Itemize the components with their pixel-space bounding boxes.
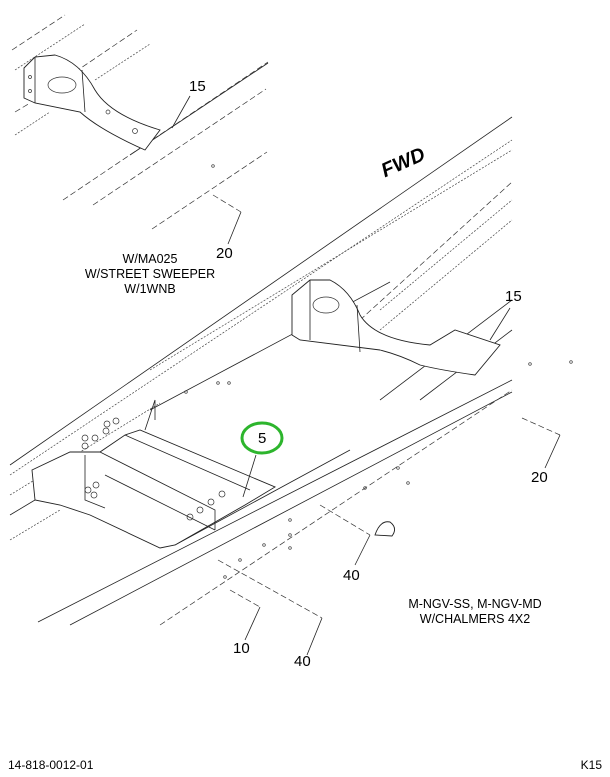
callout-40-clip[interactable]: 40 — [343, 567, 360, 584]
note-line: W/CHALMERS 4X2 — [419, 612, 531, 626]
bracket-assembly — [31, 399, 276, 549]
callout-5-highlighted[interactable]: 5 — [258, 430, 267, 447]
leader-lines — [171, 95, 561, 656]
rail-holes — [184, 164, 573, 579]
callout-15-right[interactable]: 15 — [505, 288, 522, 305]
note-line: W/1WNB — [124, 282, 176, 296]
main-frame-rails — [9, 116, 513, 626]
note-line: M-NGV-SS, M-NGV-MD — [408, 597, 542, 611]
sheet-code: K15 — [580, 758, 602, 772]
callout-20-right[interactable]: 20 — [531, 469, 548, 486]
drawing-number: 14-818-0012-01 — [8, 758, 94, 772]
right-crossmember — [291, 279, 501, 376]
note-line: W/STREET SWEEPER — [84, 267, 216, 281]
clip-part — [374, 521, 395, 537]
callout-40-lower[interactable]: 40 — [294, 653, 311, 670]
callout-15-top[interactable]: 15 — [189, 78, 206, 95]
bottom-variant-note: M-NGV-SS, M-NGV-MD W/CHALMERS 4X2 — [395, 597, 555, 627]
callout-20-top[interactable]: 20 — [216, 245, 233, 262]
highlight-circle — [240, 421, 284, 455]
top-crossmember — [23, 54, 161, 151]
top-frame-rails — [11, 14, 269, 230]
note-line: W/MA025 — [122, 252, 178, 266]
top-variant-note: W/MA025 W/STREET SWEEPER W/1WNB — [70, 252, 230, 297]
callout-10[interactable]: 10 — [233, 640, 250, 657]
